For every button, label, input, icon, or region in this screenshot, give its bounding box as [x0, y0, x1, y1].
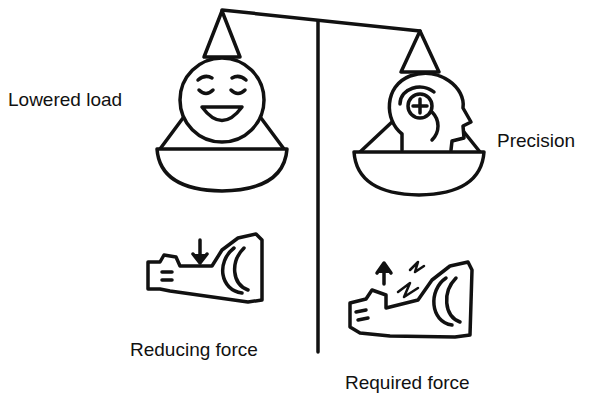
label-text: Reducing force	[130, 339, 258, 362]
label-text: Required force	[345, 372, 470, 395]
label-text: Lowered load	[8, 89, 122, 112]
head-profile	[389, 74, 471, 150]
arm-reducing	[148, 234, 262, 302]
label-text: Precision	[497, 130, 575, 153]
left-pan	[157, 11, 287, 191]
right-pan	[354, 31, 484, 195]
arm-required	[350, 262, 472, 337]
smiley-face	[180, 58, 264, 142]
